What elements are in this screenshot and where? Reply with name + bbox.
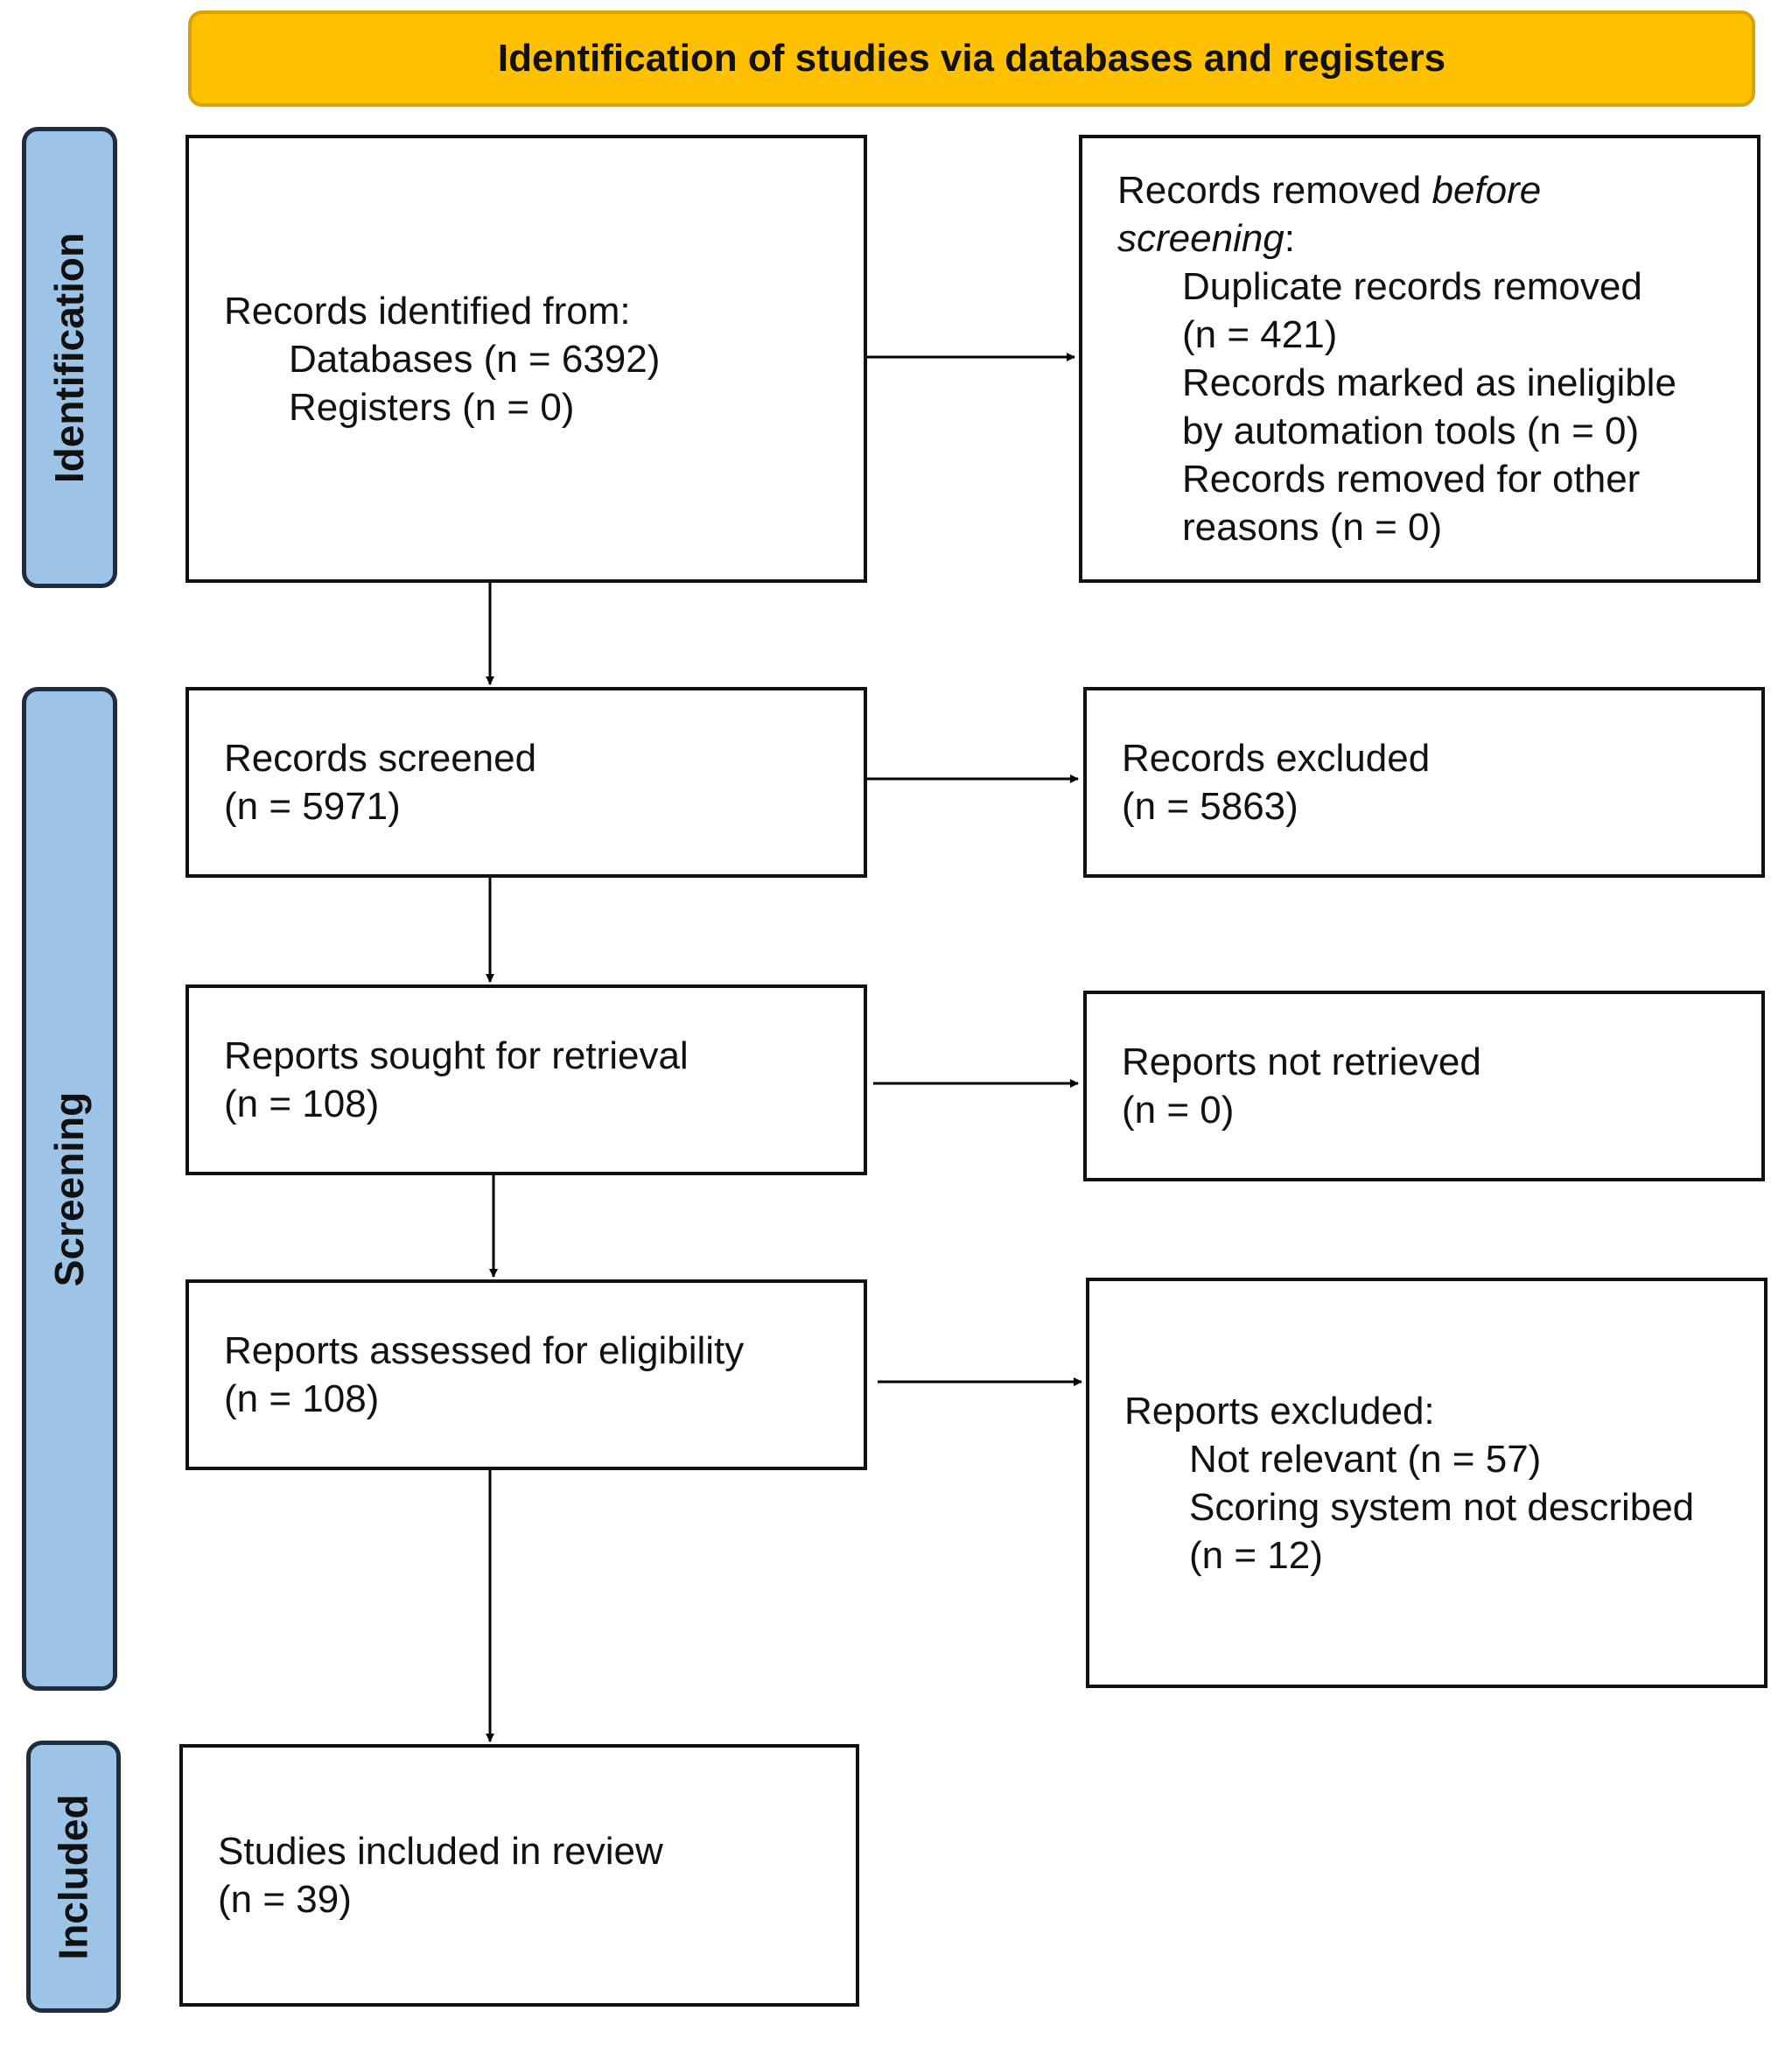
- box-title: Records removed before: [1117, 169, 1542, 212]
- box-count: (n = 108): [224, 1377, 380, 1420]
- records-removed-box: Records removed before screening: Duplic…: [1079, 135, 1760, 583]
- box-line: (n = 421): [1182, 313, 1338, 356]
- reports-excluded-box: Reports excluded: Not relevant (n = 57) …: [1086, 1278, 1768, 1688]
- box-line: by automation tools (n = 0): [1182, 410, 1640, 452]
- box-line: Registers (n = 0): [289, 385, 575, 429]
- reports-sought-box: Reports sought for retrieval (n = 108): [186, 984, 867, 1175]
- box-line: Records removed for other: [1182, 458, 1641, 501]
- box-line: Duplicate records removed: [1182, 265, 1642, 308]
- studies-included-box: Studies included in review (n = 39): [179, 1744, 859, 2007]
- phase-included: Included: [26, 1741, 121, 2013]
- box-line: (n = 12): [1189, 1533, 1323, 1577]
- box-title: Records excluded: [1122, 737, 1431, 780]
- box-count: (n = 5971): [224, 785, 401, 828]
- identification-header: Identification of studies via databases …: [188, 11, 1755, 107]
- box-count: (n = 108): [224, 1083, 380, 1125]
- box-count: (n = 5863): [1122, 785, 1298, 828]
- phase-screening: Screening: [22, 687, 117, 1691]
- phase-identification: Identification: [22, 127, 117, 588]
- box-title: Records screened: [224, 737, 537, 780]
- box-title: Reports excluded:: [1124, 1389, 1435, 1433]
- box-line: Databases (n = 6392): [289, 337, 661, 381]
- box-count: (n = 0): [1122, 1089, 1235, 1132]
- box-title-cont: screening:: [1117, 217, 1296, 260]
- records-identified-box: Records identified from: Databases (n = …: [186, 135, 867, 583]
- box-line: Records marked as ineligible: [1182, 361, 1676, 404]
- box-count: (n = 39): [218, 1878, 352, 1921]
- box-title: Studies included in review: [218, 1830, 663, 1873]
- records-excluded-box: Records excluded (n = 5863): [1083, 687, 1765, 878]
- box-line: reasons (n = 0): [1182, 506, 1443, 549]
- box-title: Reports assessed for eligibility: [224, 1329, 745, 1372]
- box-line: Scoring system not described: [1189, 1485, 1695, 1529]
- box-line: Not relevant (n = 57): [1189, 1437, 1542, 1481]
- header-title: Identification of studies via databases …: [497, 37, 1446, 80]
- box-title: Records identified from:: [224, 289, 631, 333]
- box-title: Reports not retrieved: [1122, 1041, 1481, 1083]
- box-title: Reports sought for retrieval: [224, 1034, 689, 1077]
- records-screened-box: Records screened (n = 5971): [186, 687, 867, 878]
- reports-assessed-box: Reports assessed for eligibility (n = 10…: [186, 1279, 867, 1470]
- reports-not-retrieved-box: Reports not retrieved (n = 0): [1083, 991, 1765, 1181]
